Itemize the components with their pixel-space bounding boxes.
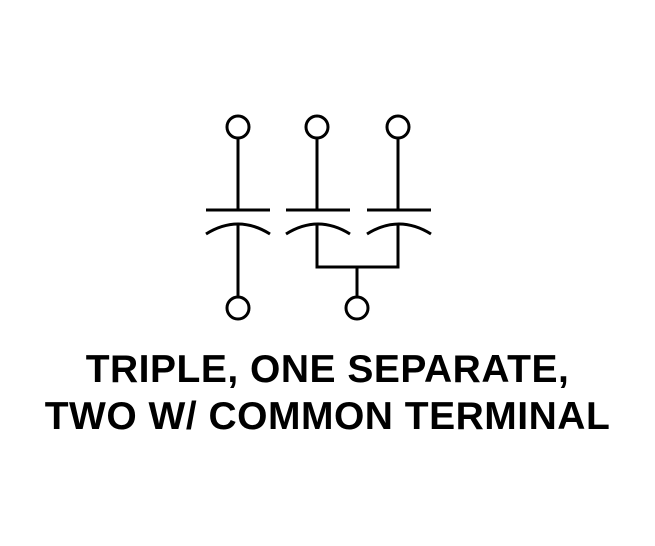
common-capacitor-2 [366, 114, 432, 267]
terminal-circle-icon [385, 114, 411, 140]
common-capacitor-1 [285, 114, 351, 267]
caption-line-2: TWO W/ COMMON TERMINAL [44, 395, 611, 438]
terminal-circle-icon [225, 114, 251, 140]
separate-capacitor [205, 114, 271, 321]
terminal-circle-icon [225, 295, 251, 321]
caption-line-1: TRIPLE, ONE SEPARATE, [85, 348, 570, 391]
terminal-circle-icon [304, 114, 330, 140]
common-terminal [315, 265, 400, 321]
terminal-circle-icon [344, 295, 370, 321]
